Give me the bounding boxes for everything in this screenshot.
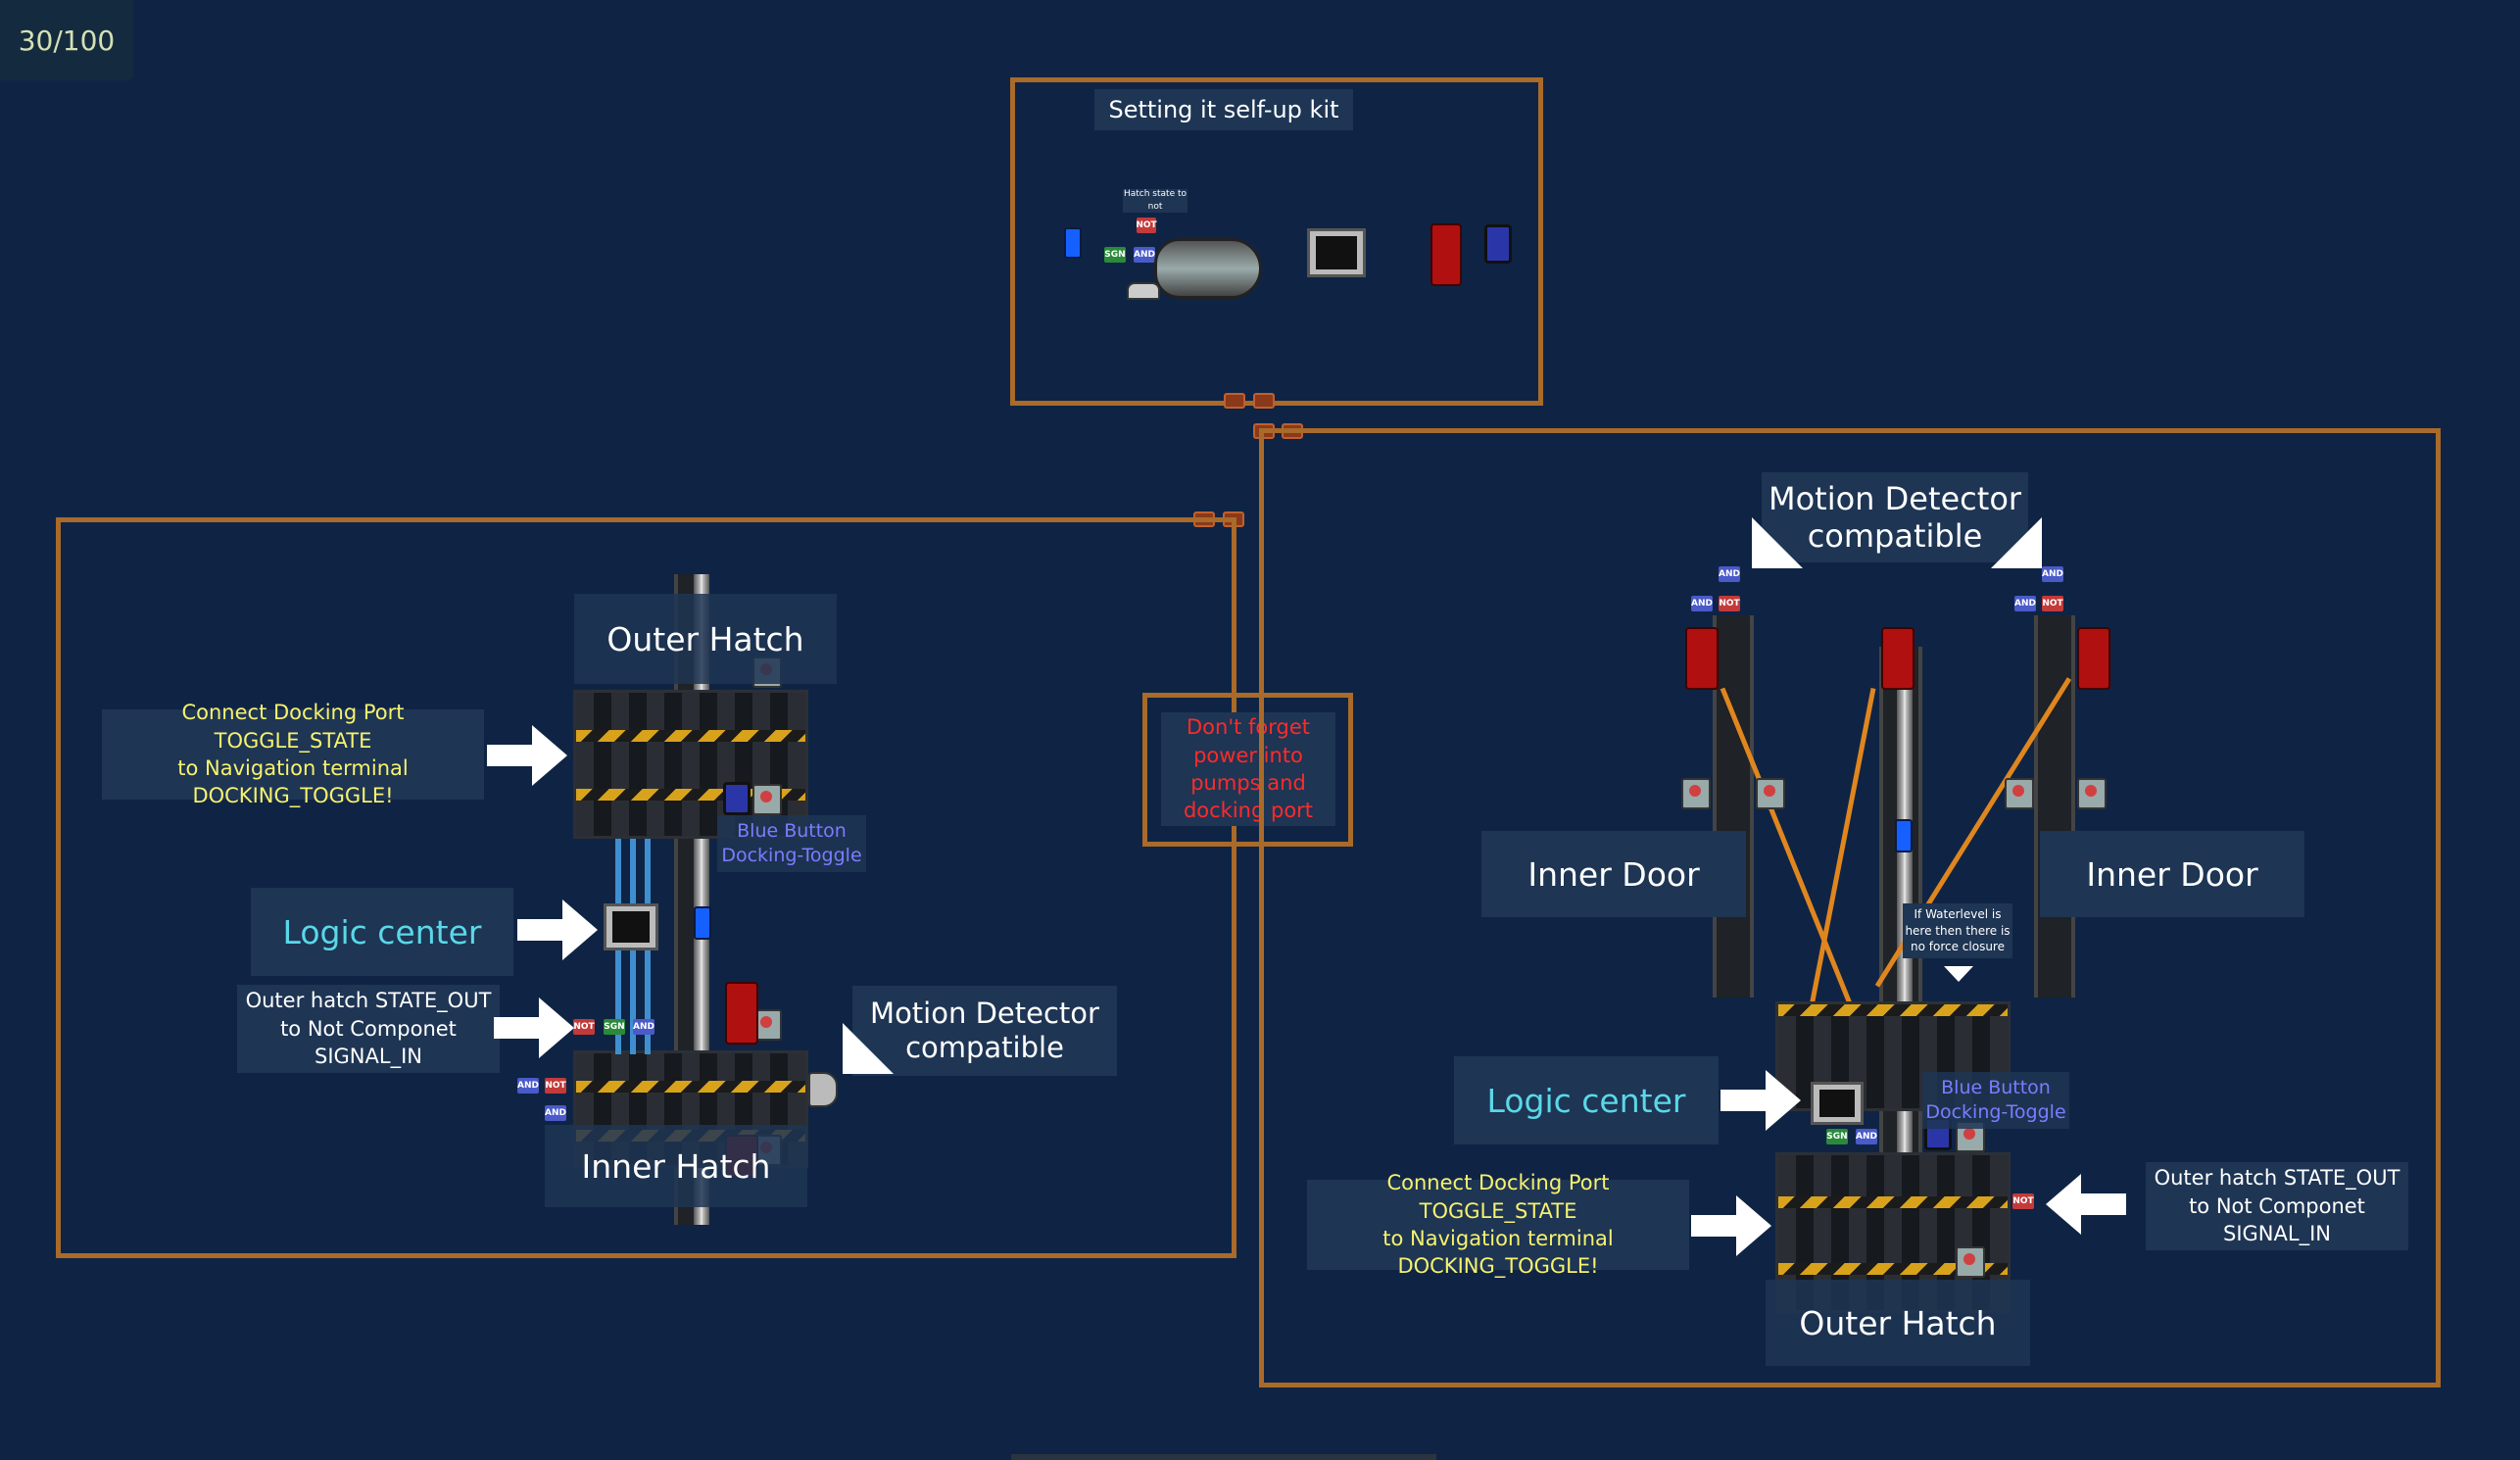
right-override-button[interactable]: [1756, 778, 1785, 809]
arrow-icon: [494, 998, 574, 1058]
left-sgn-component[interactable]: SGN: [604, 1019, 625, 1035]
left-motion-sensor-icon[interactable]: [808, 1072, 838, 1107]
right-red-override-button[interactable]: [2077, 627, 2110, 690]
down-arrow-icon: [1944, 966, 1973, 982]
corner-arrow-icon: [843, 1023, 894, 1074]
kit-navigation-terminal[interactable]: [1307, 228, 1366, 277]
right-and-component[interactable]: AND: [2042, 566, 2063, 582]
progress-counter: 30/100: [0, 0, 133, 80]
left-override-button[interactable]: [752, 784, 782, 815]
bottom-edge-panel: [1011, 1454, 1436, 1460]
kit-red-button[interactable]: [1430, 223, 1462, 286]
left-red-override-button[interactable]: [725, 982, 758, 1045]
left-logic-center-label: Logic center: [251, 888, 513, 976]
left-not-component[interactable]: NOT: [545, 1078, 566, 1094]
arrow-icon: [1691, 1195, 1771, 1256]
right-and-component[interactable]: AND: [1691, 596, 1713, 611]
kit-frame: [1010, 77, 1543, 406]
right-not-component[interactable]: NOT: [1719, 596, 1740, 611]
right-center-pipe: [1897, 647, 1913, 1313]
right-and-component[interactable]: AND: [1856, 1129, 1877, 1144]
right-outer-state-note: Outer hatch STATE_OUT to Not Componet SI…: [2146, 1162, 2408, 1250]
left-and-component[interactable]: AND: [545, 1105, 566, 1121]
kit-not-component[interactable]: NOT: [1136, 218, 1157, 233]
kit-blue-button[interactable]: [1064, 227, 1082, 259]
left-outer-hatch-label: Outer Hatch: [574, 594, 837, 684]
arrow-icon: [2046, 1174, 2126, 1235]
right-not-component[interactable]: NOT: [2012, 1193, 2034, 1209]
left-blue-alarm-button[interactable]: [723, 782, 751, 815]
kit-blue-alarm-button[interactable]: [1484, 224, 1512, 264]
right-override-button[interactable]: [2005, 778, 2034, 809]
left-connect-docking-note: Connect Docking Port TOGGLE_STATE to Nav…: [102, 701, 484, 807]
right-blue-docking-button[interactable]: [1895, 819, 1913, 852]
left-frame-link: [1232, 517, 1236, 698]
right-override-button[interactable]: [1956, 1246, 1985, 1278]
waterlevel-note: If Waterlevel is here then there is no f…: [1903, 903, 2012, 958]
right-outer-hatch-body: [1775, 1152, 2011, 1313]
arrow-icon: [1720, 1070, 1801, 1131]
left-and-component[interactable]: AND: [633, 1019, 654, 1035]
right-red-override-button[interactable]: [1685, 627, 1719, 690]
right-outer-hatch-label: Outer Hatch: [1766, 1280, 2030, 1366]
right-inner-door-left-label: Inner Door: [1481, 831, 1746, 917]
right-red-override-button[interactable]: [1881, 627, 1914, 690]
power-note: Don't forget power into pumps and dockin…: [1161, 712, 1335, 826]
arrow-icon: [517, 900, 598, 960]
right-left-door-rail: [1713, 615, 1754, 998]
right-override-button[interactable]: [2077, 778, 2107, 809]
right-right-door-rail: [2034, 615, 2075, 998]
right-airlock-frame: [1259, 428, 2441, 1387]
right-not-component[interactable]: NOT: [2042, 596, 2063, 611]
left-frame-link: [1232, 842, 1236, 1258]
hatch-state-note: Hatch state to not: [1123, 189, 1187, 213]
right-navigation-terminal[interactable]: [1811, 1082, 1864, 1125]
kit-motion-sensor-icon[interactable]: [1127, 282, 1160, 300]
left-outer-state-note: Outer hatch STATE_OUT to Not Componet SI…: [237, 985, 500, 1073]
connector-icon[interactable]: [1224, 393, 1245, 409]
corner-arrow-icon: [1991, 517, 2042, 568]
power-note-frame: [1142, 693, 1353, 847]
corner-arrow-icon: [1752, 517, 1803, 568]
right-inner-door-right-label: Inner Door: [2040, 831, 2304, 917]
left-not-component[interactable]: NOT: [573, 1019, 595, 1035]
right-and-component[interactable]: AND: [1719, 566, 1740, 582]
right-connect-docking-note: Connect Docking Port TOGGLE_STATE to Nav…: [1307, 1171, 1689, 1278]
connector-icon[interactable]: [1253, 393, 1275, 409]
left-blue-button-label: Blue Button Docking-Toggle: [717, 815, 866, 872]
kit-pump-icon[interactable]: [1154, 238, 1262, 299]
right-logic-center-label: Logic center: [1454, 1056, 1719, 1144]
right-motion-detector-label: Motion Detector compatible: [1762, 472, 2028, 562]
kit-and-component[interactable]: AND: [1134, 247, 1155, 263]
right-and-component[interactable]: AND: [2014, 596, 2036, 611]
right-blue-button-label: Blue Button Docking-Toggle: [1922, 1072, 2069, 1129]
left-and-component[interactable]: AND: [517, 1078, 539, 1094]
kit-title: Setting it self-up kit: [1094, 89, 1353, 130]
right-sgn-component[interactable]: SGN: [1826, 1129, 1848, 1144]
kit-sgn-component[interactable]: SGN: [1104, 247, 1126, 263]
arrow-icon: [487, 725, 567, 786]
left-motion-detector-label: Motion Detector compatible: [852, 986, 1117, 1076]
left-navigation-terminal[interactable]: [604, 903, 658, 950]
left-blue-docking-button[interactable]: [694, 906, 711, 940]
right-override-button[interactable]: [1681, 778, 1711, 809]
left-inner-hatch-label: Inner Hatch: [545, 1125, 807, 1207]
